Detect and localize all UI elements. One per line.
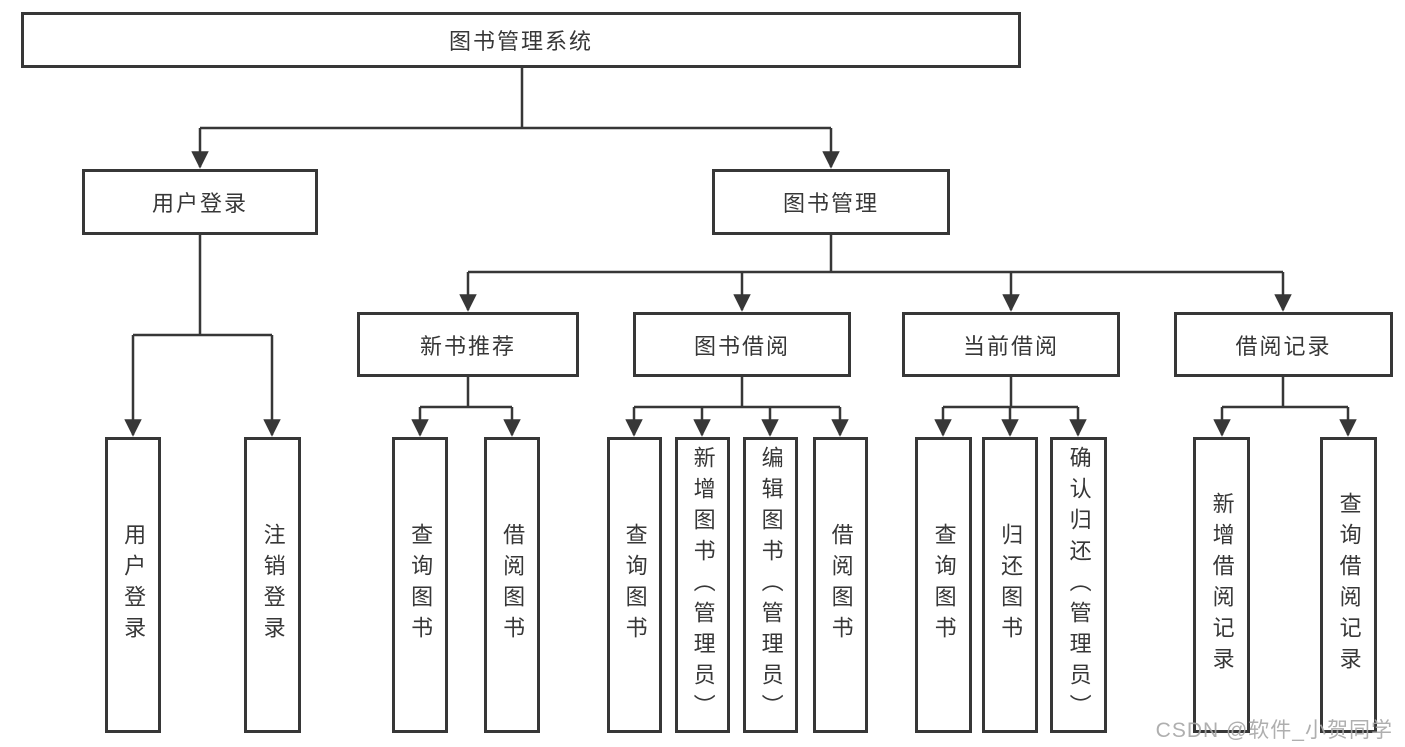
leaf-user-login: 用户登录 bbox=[105, 437, 161, 733]
node-label: 新增图书（管理员） bbox=[690, 445, 716, 725]
node-label: 确认归还（管理员） bbox=[1066, 445, 1092, 725]
leaf-logout: 注销登录 bbox=[244, 437, 301, 733]
leaf-borrowing-query-books: 查询图书 bbox=[607, 437, 662, 733]
node-label: 归还图书 bbox=[998, 523, 1024, 647]
node-label: 图书管理系统 bbox=[448, 29, 593, 54]
leaf-newbook-query-books: 查询图书 bbox=[392, 437, 448, 733]
node-label: 查询图书 bbox=[408, 523, 434, 647]
node-label: 新书推荐 bbox=[419, 333, 516, 359]
node-label: 新增借阅记录 bbox=[1209, 492, 1235, 678]
node-label: 查询图书 bbox=[931, 523, 957, 647]
node-book-management: 图书管理 bbox=[712, 169, 950, 235]
node-label: 用户登录 bbox=[121, 523, 147, 647]
leaf-current-confirm-return-admin: 确认归还（管理员） bbox=[1050, 437, 1107, 733]
node-label: 查询图书 bbox=[622, 523, 648, 647]
leaf-borrowing-borrow-books: 借阅图书 bbox=[813, 437, 868, 733]
leaf-records-add-record: 新增借阅记录 bbox=[1193, 437, 1250, 733]
leaf-borrowing-add-books-admin: 新增图书（管理员） bbox=[675, 437, 730, 733]
leaf-newbook-borrow-books: 借阅图书 bbox=[484, 437, 540, 733]
node-label: 图书管理 bbox=[782, 191, 879, 216]
leaf-current-query-books: 查询图书 bbox=[915, 437, 972, 733]
node-new-book-recommend: 新书推荐 bbox=[357, 312, 579, 377]
node-label: 注销登录 bbox=[260, 523, 286, 647]
node-label: 图书借阅 bbox=[693, 333, 790, 359]
leaf-records-query-record: 查询借阅记录 bbox=[1320, 437, 1377, 733]
node-borrowing-records: 借阅记录 bbox=[1174, 312, 1393, 377]
node-label: 当前借阅 bbox=[962, 333, 1059, 359]
node-label: 借阅图书 bbox=[500, 523, 526, 647]
node-library-management-system: 图书管理系统 bbox=[21, 12, 1021, 68]
node-label: 借阅记录 bbox=[1235, 333, 1332, 359]
node-current-borrowing: 当前借阅 bbox=[902, 312, 1120, 377]
csdn-watermark: CSDN @软件_小贺同学 bbox=[1155, 719, 1393, 742]
node-label: 借阅图书 bbox=[828, 523, 854, 647]
leaf-current-return-books: 归还图书 bbox=[982, 437, 1038, 733]
leaf-borrowing-edit-books-admin: 编辑图书（管理员） bbox=[743, 437, 798, 733]
node-label: 用户登录 bbox=[151, 191, 248, 216]
node-user-login: 用户登录 bbox=[82, 169, 318, 235]
node-label: 查询借阅记录 bbox=[1336, 492, 1362, 678]
node-book-borrowing: 图书借阅 bbox=[633, 312, 851, 377]
node-label: 编辑图书（管理员） bbox=[758, 445, 784, 725]
